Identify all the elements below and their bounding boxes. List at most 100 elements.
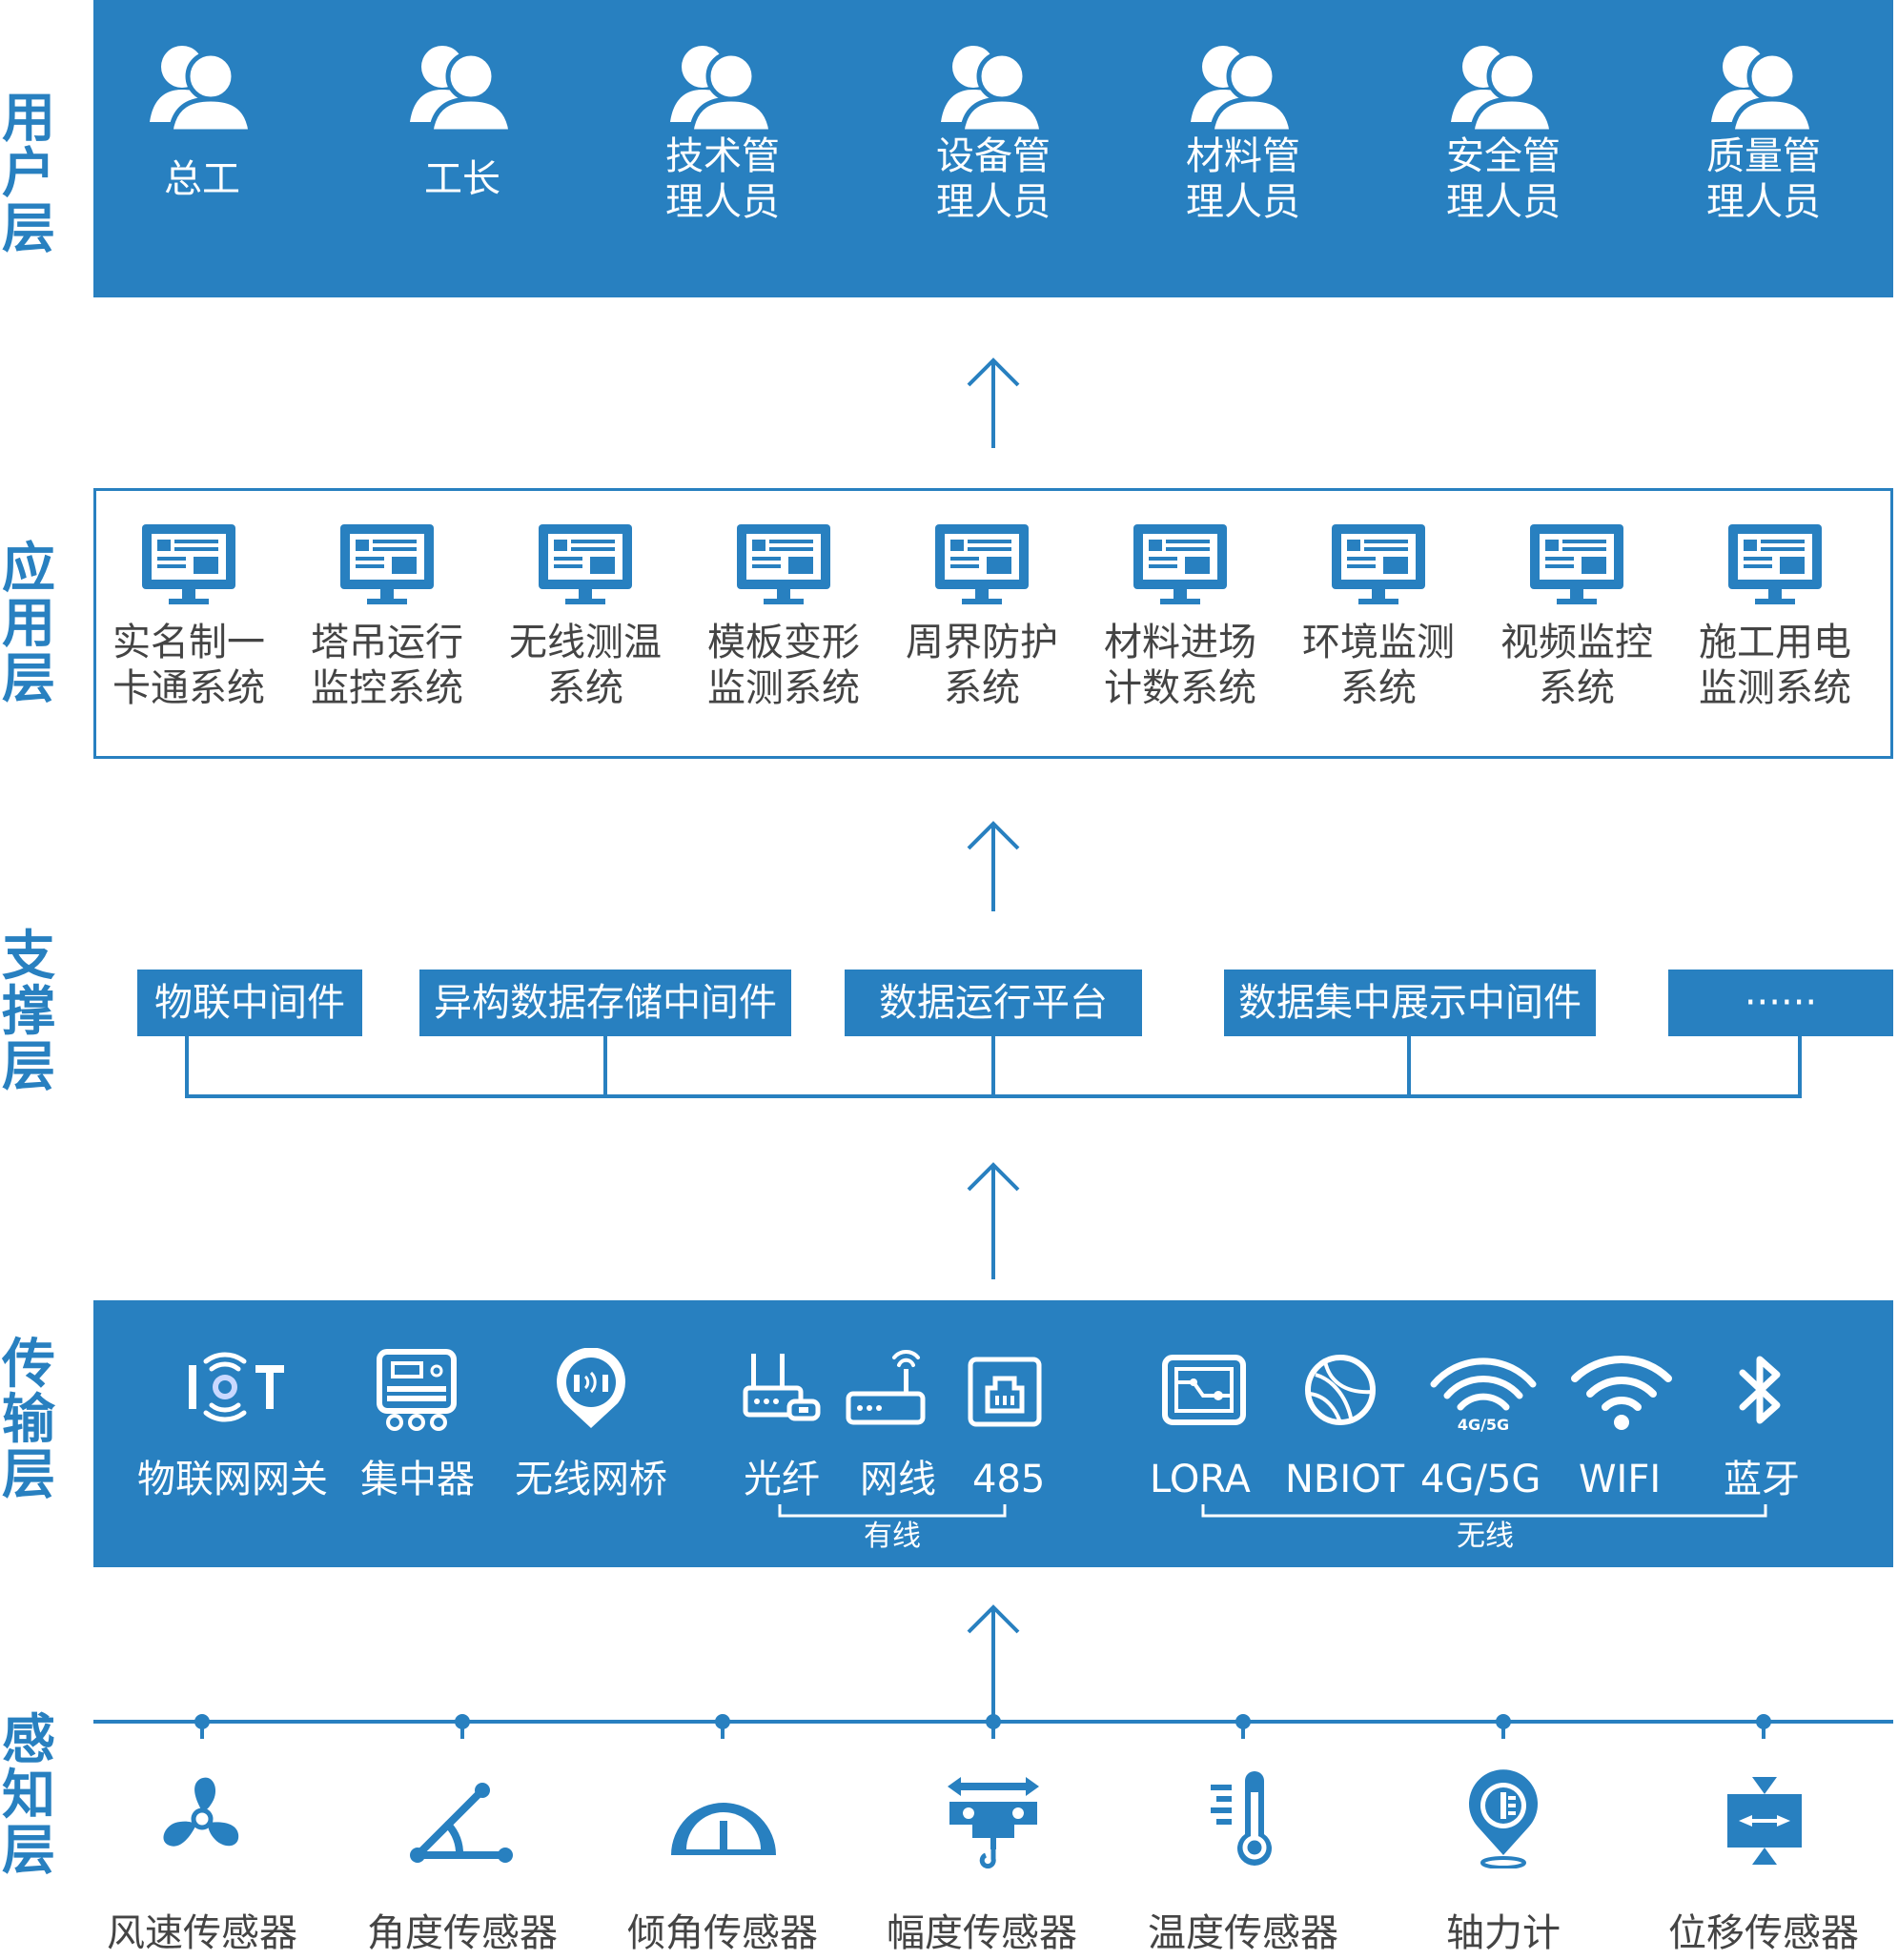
app-system-label: 视频监控 系统 (1500, 621, 1653, 710)
iot-gateway-icon (189, 1352, 284, 1422)
arrow-up-icon (967, 821, 1020, 911)
inclinometer-icon (671, 1803, 776, 1855)
layer-label-user: 用户层 (2, 88, 55, 260)
user-role-label: 总工 (164, 157, 240, 201)
sensor-bus-line (93, 1714, 1893, 1739)
monitor-icon (1332, 524, 1425, 604)
app-system-label: 材料进场 计数系统 (1104, 621, 1256, 710)
monitor-icon (340, 524, 434, 604)
app-system-item: 模板变形 监测系统 (688, 522, 879, 711)
globe-icon (1305, 1355, 1376, 1425)
user-role-label: 技术管 理人员 (665, 134, 780, 224)
app-system-label: 周界防护 系统 (906, 621, 1058, 710)
user-layer-band (93, 0, 1893, 297)
displacement-icon (1727, 1777, 1802, 1865)
users-icon (1451, 46, 1555, 133)
transport-label-nbiot: NBIOT (1285, 1458, 1405, 1501)
wireless-bridge-icon (557, 1348, 625, 1428)
user-role-item: 工长 (367, 38, 558, 202)
user-role-label: 质量管 理人员 (1706, 134, 1821, 224)
transport-label-bridge: 无线网桥 (515, 1458, 667, 1501)
angle-icon (410, 1783, 513, 1863)
middleware-more: ······ (1668, 970, 1893, 1036)
arrow-up-icon (967, 1604, 1020, 1722)
user-role-item: 技术管 理人员 (627, 38, 818, 225)
layer-label-sense: 感知层 (2, 1709, 55, 1882)
wifi-icon (1571, 1355, 1672, 1430)
signal-4g5g-icon: 4G/5G (1430, 1358, 1537, 1434)
app-system-label: 无线测温 系统 (509, 621, 662, 710)
transport-label-fiber: 光纤 (744, 1458, 820, 1501)
sensor-label: 风速传感器 (107, 1911, 297, 1955)
sensor-label: 位移传感器 (1668, 1911, 1859, 1955)
app-system-item: 视频监控 系统 (1481, 522, 1672, 711)
router-icon (846, 1350, 926, 1425)
middleware-iot: 物联中间件 (137, 970, 362, 1036)
transport-label-4g5g: 4G/5G (1420, 1458, 1541, 1501)
arrow-up-icon (967, 1162, 1020, 1279)
wireless-group-bracket (1201, 1504, 1767, 1518)
app-system-label: 环境监测 系统 (1302, 621, 1455, 710)
transport-label-concentrator: 集中器 (360, 1458, 475, 1501)
users-icon (150, 46, 254, 133)
wireless-group-label: 无线 (1457, 1520, 1514, 1553)
app-system-label: 施工用电 监测系统 (1699, 621, 1851, 710)
transport-label-gateway: 物联网网关 (137, 1458, 328, 1501)
support-connector-lines (185, 1035, 1802, 1098)
app-system-label: 模板变形 监测系统 (707, 621, 860, 710)
middleware-data-display: 数据集中展示中间件 (1224, 970, 1596, 1036)
app-system-item: 周界防护 系统 (887, 522, 1077, 711)
crane-trolley-icon (948, 1777, 1039, 1868)
monitor-icon (539, 524, 632, 604)
user-role-label: 安全管 理人员 (1446, 134, 1561, 224)
sensor-label: 倾角传感器 (627, 1911, 818, 1955)
middleware-data-platform: 数据运行平台 (845, 970, 1142, 1036)
users-icon (941, 46, 1045, 133)
monitor-icon (142, 524, 235, 604)
middleware-heterogeneous-storage: 异构数据存储中间件 (419, 970, 791, 1036)
rj45-port-icon (968, 1357, 1042, 1427)
app-system-label: 实名制一 卡通系统 (112, 621, 265, 710)
transport-label-cable: 网线 (860, 1458, 936, 1501)
transport-label-lora: LORA (1150, 1458, 1251, 1501)
signal-badge: 4G/5G (1458, 1416, 1509, 1434)
user-role-item: 质量管 理人员 (1668, 38, 1859, 225)
app-system-item: 施工用电 监测系统 (1680, 522, 1870, 711)
user-role-item: 总工 (107, 38, 297, 202)
sensor-label: 轴力计 (1446, 1911, 1561, 1955)
app-system-item: 材料进场 计数系统 (1085, 522, 1276, 711)
transport-layer-band (93, 1300, 1893, 1567)
monitor-icon (935, 524, 1029, 604)
wired-group-label: 有线 (864, 1520, 921, 1553)
app-system-item: 环境监测 系统 (1283, 522, 1474, 711)
wired-group-bracket (778, 1504, 1007, 1518)
transport-label-485: 485 (972, 1458, 1046, 1501)
fiber-router-icon (743, 1354, 821, 1421)
app-system-label: 塔吊运行 监控系统 (311, 621, 463, 710)
sensor-label: 温度传感器 (1148, 1911, 1338, 1955)
lora-module-icon (1162, 1355, 1246, 1425)
thermometer-icon (1211, 1771, 1272, 1866)
user-role-label: 设备管 理人员 (936, 134, 1051, 224)
layer-label-app: 应用层 (2, 538, 55, 710)
axial-force-icon (1469, 1769, 1538, 1868)
sensor-label: 幅度传感器 (887, 1911, 1077, 1955)
monitor-icon (737, 524, 830, 604)
arrow-up-icon (967, 357, 1020, 448)
user-role-item: 材料管 理人员 (1148, 38, 1338, 225)
transport-label-bluetooth: 蓝牙 (1724, 1458, 1800, 1501)
users-icon (670, 46, 774, 133)
monitor-icon (1728, 524, 1822, 604)
user-role-item: 设备管 理人员 (898, 38, 1089, 225)
app-system-item: 实名制一 卡通系统 (93, 522, 284, 711)
concentrator-icon (377, 1349, 457, 1431)
users-icon (1711, 46, 1815, 133)
layer-label-transport: 传输层 (2, 1334, 55, 1506)
user-role-label: 材料管 理人员 (1186, 134, 1300, 224)
users-icon (1191, 46, 1295, 133)
sensor-label: 角度传感器 (367, 1911, 558, 1955)
monitor-icon (1530, 524, 1623, 604)
app-system-item: 无线测温 系统 (490, 522, 681, 711)
bluetooth-icon (1739, 1356, 1781, 1424)
monitor-icon (1133, 524, 1227, 604)
